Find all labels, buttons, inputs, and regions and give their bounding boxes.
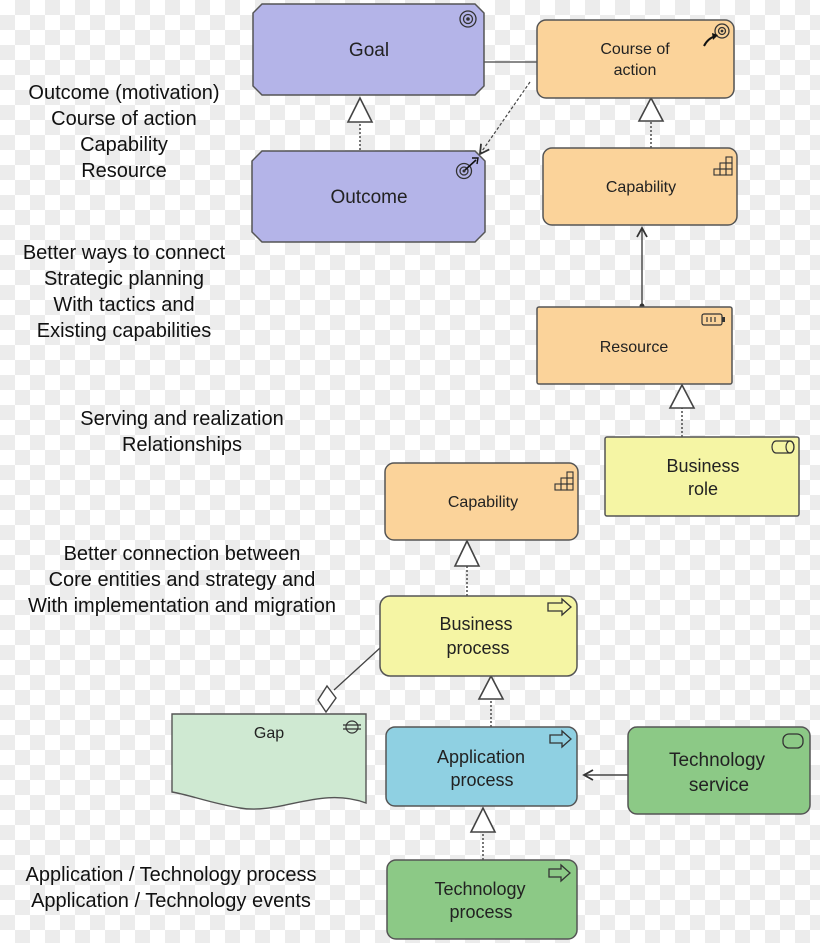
application-process-shape xyxy=(385,726,578,807)
capability-course-realization-head xyxy=(637,96,665,122)
note-line: Capability xyxy=(80,134,168,156)
note-app-tech: Application / Technology process Applica… xyxy=(4,862,338,914)
gap-association-diamond xyxy=(317,684,337,714)
gap-process-association xyxy=(333,647,381,691)
technology-service-label-1: Technology xyxy=(669,750,766,771)
technology-process-label-1: Technology xyxy=(434,879,525,899)
resource-shape xyxy=(536,306,733,385)
note-core: Better connection between Core entities … xyxy=(6,541,358,619)
tech-app-realization-head xyxy=(469,806,497,833)
business-process-node[interactable]: Business process xyxy=(379,595,578,677)
capability-mid-shape xyxy=(384,462,579,541)
note-line: Existing capabilities xyxy=(36,320,212,342)
app-business-realization-head xyxy=(477,674,505,700)
capability-mid-label: Capability xyxy=(448,494,518,511)
note-relationships: Serving and realization Relationships xyxy=(60,406,304,458)
business-role-label-2: role xyxy=(688,479,718,499)
capability-top-label: Capability xyxy=(606,179,676,196)
application-process-label-2: process xyxy=(450,770,513,790)
note-line: Strategic planning xyxy=(43,268,205,290)
note-line: Outcome (motivation) xyxy=(28,82,220,104)
course-of-action-node[interactable]: Course of action xyxy=(536,19,735,99)
outcome-target-icon xyxy=(455,157,479,180)
role-cylinder-icon xyxy=(771,440,795,454)
course-outcome-influence xyxy=(478,81,531,156)
course-of-action-label-1: Course of xyxy=(600,41,670,58)
business-process-label-1: Business xyxy=(439,614,512,634)
process-arrow-icon xyxy=(547,597,572,617)
battery-icon xyxy=(701,313,725,326)
goal-label: Goal xyxy=(349,40,389,61)
process-arrow-icon xyxy=(549,729,572,749)
goal-node[interactable]: Goal xyxy=(252,3,485,96)
outcome-goal-realization-head xyxy=(346,96,374,123)
business-role-shape xyxy=(604,436,800,517)
note-line: Relationships xyxy=(121,434,243,456)
gap-label: Gap xyxy=(254,725,284,742)
capability-top-node[interactable]: Capability xyxy=(542,147,738,226)
note-line: Better connection between xyxy=(63,543,301,565)
role-resource-realization-head xyxy=(668,383,696,409)
note-line: Serving and realization xyxy=(80,408,284,430)
note-line: Application / Technology events xyxy=(31,890,311,912)
gap-shape xyxy=(171,713,367,810)
application-process-node[interactable]: Application process xyxy=(385,726,578,807)
note-line: Better ways to connect xyxy=(22,242,226,264)
technology-service-label-2: service xyxy=(689,775,749,796)
note-line: With implementation and migration xyxy=(28,595,336,617)
process-arrow-icon xyxy=(548,863,571,883)
gap-icon xyxy=(343,720,361,734)
business-role-label-1: Business xyxy=(666,456,739,476)
capability-mid-node[interactable]: Capability xyxy=(384,462,579,541)
outcome-label: Outcome xyxy=(330,187,407,208)
process-capability-realization-head xyxy=(453,539,481,567)
note-line: With tactics and xyxy=(53,294,195,316)
service-icon xyxy=(782,733,804,749)
note-line: Application / Technology process xyxy=(25,864,317,886)
connectors xyxy=(317,61,696,860)
note-line: Course of action xyxy=(51,108,197,130)
technology-service-node[interactable]: Technology service xyxy=(627,726,811,815)
outcome-node[interactable]: Outcome xyxy=(251,150,486,243)
course-of-action-icon xyxy=(703,23,730,47)
gap-node[interactable]: Gap xyxy=(171,713,367,810)
capability-icon xyxy=(713,156,733,176)
note-strategic: Better ways to connect Strategic plannin… xyxy=(4,240,244,344)
capability-icon xyxy=(554,471,574,491)
note-line: Core entities and strategy and xyxy=(48,569,316,591)
application-process-label-1: Application xyxy=(437,747,525,767)
technology-process-label-2: process xyxy=(449,902,512,922)
business-process-shape xyxy=(379,595,578,677)
outcome-shape xyxy=(251,150,486,243)
resource-label: Resource xyxy=(600,339,669,356)
capability-top-shape xyxy=(542,147,738,226)
technology-process-shape xyxy=(386,859,578,940)
note-line: Resource xyxy=(81,160,167,182)
business-process-label-2: process xyxy=(446,638,509,658)
goal-shape xyxy=(252,3,485,96)
business-role-node[interactable]: Business role xyxy=(604,436,800,517)
technology-process-node[interactable]: Technology process xyxy=(386,859,578,940)
resource-node[interactable]: Resource xyxy=(536,306,733,385)
course-of-action-label-2: action xyxy=(614,62,657,79)
target-icon xyxy=(459,10,477,28)
technology-service-shape xyxy=(627,726,811,815)
course-of-action-shape xyxy=(536,19,735,99)
note-motivation: Outcome (motivation) Course of action Ca… xyxy=(8,80,240,184)
